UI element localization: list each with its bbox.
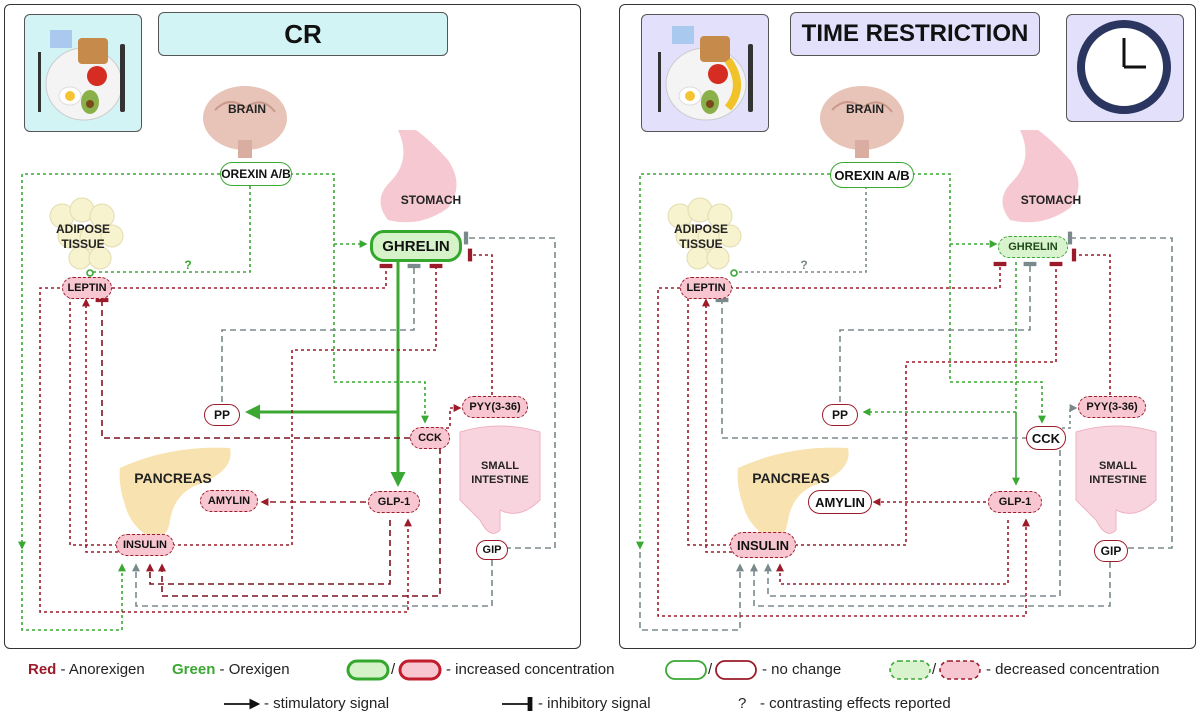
legend-red-anorexigen: Red - Anorexigen [28,661,145,678]
legend-green-word: Green [172,661,216,678]
cr-brain-icon [203,86,287,158]
tr-adipose-label: ADIPOSE TISSUE [673,222,728,251]
clock-icon [1077,20,1171,114]
cr-pyy-node: PYY(3-36) [462,396,528,418]
cr-cck-node: CCK [410,427,450,449]
legend-green-decreased-swatch [889,660,931,680]
tr-stomach-icon [1002,130,1079,223]
legend-slash-2: / [708,661,713,678]
cr-brain-label: BRAIN [228,102,266,116]
cr-question-mark: ? [184,258,192,272]
cr-connections [18,173,556,631]
tr-connections [636,173,1173,631]
tr-cck-node: CCK [1026,426,1066,450]
legend-red-decreased-swatch [939,660,981,680]
cr-adipose-icon [49,197,124,270]
legend-slash-3: / [932,661,937,678]
legend-question: ? [738,695,747,712]
legend-green-desc: - Orexigen [219,661,290,678]
tr-adipose-icon [667,197,742,270]
tr-food-icon [658,26,753,121]
cr-intestine-label: SMALL INTESTINE [471,460,529,486]
cr-title: CR [158,12,448,56]
cr-leptin-node: LEPTIN [62,277,112,299]
cr-pp-node: PP [204,404,240,426]
tr-brain-icon [820,86,904,158]
cr-food-icon [38,30,125,121]
tr-stomach-label: STOMACH [1020,193,1082,207]
tr-question-mark: ? [800,258,808,272]
legend-green-orexigen: Green - Orexigen [172,661,290,678]
tr-pancreas-icon [737,447,849,539]
cr-pancreas-icon [119,447,231,539]
legend-decreased: - decreased concentration [986,661,1160,678]
legend-green-nochange-swatch [665,660,707,680]
tr-intestine-label: SMALL INTESTINE [1089,460,1147,486]
legend-red-word: Red [28,661,57,678]
cr-orexin-node: OREXIN A/B [220,162,292,186]
legend-inhibitory: - inhibitory signal [538,695,651,712]
legend-red-desc: - Anorexigen [60,661,145,678]
tr-pancreas-label: PANCREAS [752,470,830,486]
cr-adipose-label: ADIPOSE TISSUE [55,222,110,251]
legend-no-change: - no change [762,661,842,678]
cr-pancreas-label: PANCREAS [134,470,212,486]
tr-insulin-node: INSULIN [730,532,796,558]
tr-glp1-node: GLP-1 [988,491,1042,513]
legend-contrasting: - contrasting effects reported [760,695,951,712]
tr-gip-node: GIP [1094,540,1128,562]
legend-stimulatory: - stimulatory signal [264,695,390,712]
tr-brain-label: BRAIN [846,102,884,116]
tr-intestine-icon [1075,425,1157,534]
tr-amylin-node: AMYLIN [808,490,872,514]
legend-increased: - increased concentration [446,661,615,678]
tr-pyy-node: PYY(3-36) [1078,396,1146,418]
cr-insulin-node: INSULIN [116,534,174,556]
tr-title: TIME RESTRICTION [790,12,1040,56]
tr-leptin-node: LEPTIN [680,277,732,299]
legend-green-increased-swatch [346,659,390,681]
cr-intestine-icon [459,425,541,534]
cr-amylin-node: AMYLIN [200,490,258,512]
cr-stomach-label: STOMACH [400,193,462,207]
cr-stomach-icon [380,130,457,223]
cr-glp1-node: GLP-1 [368,491,420,513]
legend-red-nochange-swatch [715,660,757,680]
legend-slash-1: / [391,661,396,678]
cr-ghrelin-node: GHRELIN [370,230,462,262]
tr-ghrelin-node: GHRELIN [998,236,1068,258]
cr-gip-node: GIP [476,540,508,560]
tr-orexin-node: OREXIN A/B [830,162,914,188]
tr-pp-node: PP [822,404,858,426]
legend-red-increased-swatch [398,659,442,681]
